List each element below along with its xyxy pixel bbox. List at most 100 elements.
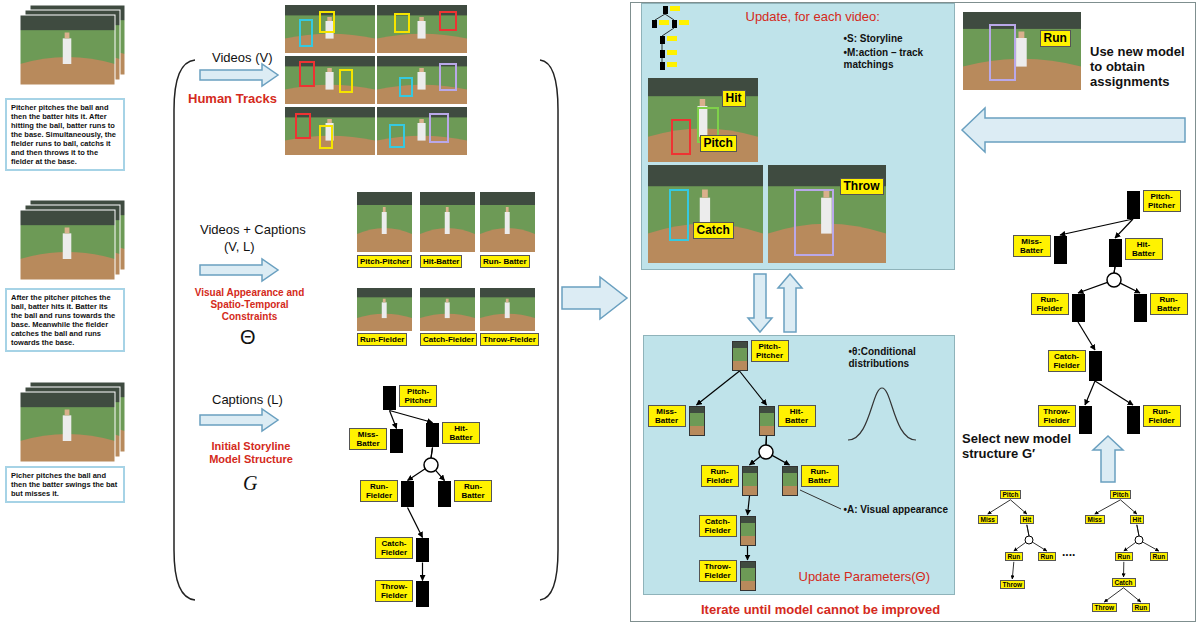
- label-text: •S: Storyline: [844, 33, 954, 45]
- label-text: Throw-Fielder: [702, 562, 734, 580]
- panel-background: [643, 335, 955, 595]
- human-track-frames: [377, 107, 467, 155]
- label-text: Hit-Batter: [1128, 240, 1160, 258]
- tree-node-label: Catch-Fielder: [1048, 350, 1086, 372]
- mini-storyline: [660, 36, 665, 44]
- structure-node-label: Hit: [1130, 515, 1145, 525]
- video-stack: [20, 210, 115, 280]
- video-frame: [648, 78, 758, 162]
- tree-edge: [750, 436, 767, 465]
- video-stack: [20, 15, 115, 85]
- mini-storyline: [660, 50, 665, 58]
- gaussian-curve: [848, 388, 916, 440]
- flow-arrow: [962, 108, 1185, 152]
- structure-node-label: Run: [1005, 552, 1024, 562]
- mini-storyline: [655, 14, 674, 62]
- track-box: [440, 64, 456, 90]
- annotation-text: Captions (L): [212, 392, 283, 407]
- tree-node-label: Throw-Fielder: [1038, 405, 1076, 427]
- track-box: [670, 25, 1015, 255]
- label-text: •M:action – track matchings: [844, 47, 952, 71]
- action-thumbnail: [357, 288, 412, 331]
- label-text: Catch-Fielder: [423, 335, 474, 344]
- label-text: •A: Visual appearance: [844, 504, 952, 516]
- tree-edge: [408, 508, 423, 538]
- leader-line: [800, 490, 841, 509]
- label-text: Throw: [1003, 581, 1023, 589]
- label-text: Miss-Batter: [651, 407, 683, 425]
- label-text: Throw-Fielder: [378, 582, 410, 600]
- tree-node-label: Run-Fielder: [701, 465, 739, 487]
- label-text: Run-Fielder: [704, 467, 736, 485]
- action-thumbnail: [357, 192, 535, 331]
- flow-arrow: [200, 64, 1185, 482]
- mini-storyline: [652, 20, 657, 28]
- flow-arrow: [200, 64, 278, 86]
- caption-box: Picher pitches the ball and then the bat…: [5, 466, 125, 503]
- label-text: Run-Batter: [1153, 295, 1185, 313]
- tree-edge: [748, 496, 750, 515]
- tree-edge: [1078, 322, 1095, 350]
- action-thumbnail: [480, 192, 535, 252]
- label-text: Throw: [844, 180, 880, 194]
- label-text: Run- Batter: [483, 257, 527, 266]
- flow-arrow: [778, 274, 802, 332]
- tree-node-label: Pitch-Pitcher: [751, 340, 789, 362]
- tree-edge: [1123, 562, 1124, 577]
- track-box: [430, 114, 448, 142]
- tree-node-label: Pitch-Pitcher: [399, 385, 437, 407]
- tree-node-label: Hit-Batter: [778, 405, 816, 427]
- label-text: Catch: [1115, 579, 1133, 587]
- track-box: [320, 12, 334, 32]
- track-box: [400, 78, 412, 96]
- tree-edge: [1078, 267, 1115, 293]
- label-text: Miss: [981, 516, 995, 524]
- structure-node-label: Miss: [1085, 515, 1105, 525]
- structure-node-label: Catch: [1112, 578, 1136, 588]
- label-text: •θ:Conditional distributions: [849, 346, 949, 370]
- label-text: Pitch: [1113, 491, 1129, 499]
- leader-line: [800, 490, 841, 509]
- structure-node-label: Pitch: [1110, 490, 1132, 500]
- tree-node-label: Run-Fielder: [1031, 293, 1069, 315]
- action-bar: [401, 481, 414, 507]
- action-bar: [1109, 239, 1122, 267]
- label-text: Pitch: [1003, 491, 1019, 499]
- track-box: [296, 12, 456, 148]
- annotation-text: Videos + Captions: [200, 222, 306, 237]
- caption-box: Pitcher pitches the ball and then the ba…: [5, 98, 125, 171]
- label-text: Run-Fielder: [1034, 295, 1066, 313]
- action-label: Run: [1040, 30, 1071, 48]
- action-bar: [1127, 191, 1140, 219]
- label-text: Pitch-Pitcher: [402, 387, 434, 405]
- tree-node-label: Run-Batter: [454, 480, 492, 502]
- panel-background: [641, 3, 955, 270]
- annotation-text: (V, L): [224, 239, 255, 254]
- label-text: Miss-Batter: [352, 430, 384, 448]
- tree-node-label: Catch-Fielder: [699, 515, 737, 537]
- action-label: Hit-Batter: [420, 255, 462, 268]
- label-text: Run-Fielder: [360, 335, 404, 344]
- label-text: Run-Batter: [804, 467, 836, 485]
- and-junction: [424, 458, 438, 472]
- and-junction: [1025, 536, 1033, 544]
- mini-storyline: [679, 20, 689, 25]
- label-text: Miss-Batter: [1016, 237, 1048, 255]
- tree-edge: [390, 411, 397, 429]
- action-label: Throw-Fielder: [480, 333, 539, 346]
- track-box: [670, 190, 688, 240]
- tree-edge: [1115, 219, 1133, 238]
- annotation-text: Visual Appearance and Spatio-Temporal Co…: [192, 287, 307, 323]
- track-box: [395, 14, 409, 32]
- label-text: Run: [1008, 553, 1021, 561]
- action-bar: [426, 423, 439, 447]
- flow-arrow: [200, 259, 278, 281]
- label-text: Hit-Batter: [781, 407, 813, 425]
- video-frame: [648, 12, 1081, 263]
- action-bar: [416, 581, 429, 607]
- annotation-text: Human Tracks: [188, 92, 277, 107]
- action-bar: [438, 481, 451, 507]
- action-bar: [1134, 294, 1147, 322]
- and-junction: [424, 273, 1143, 544]
